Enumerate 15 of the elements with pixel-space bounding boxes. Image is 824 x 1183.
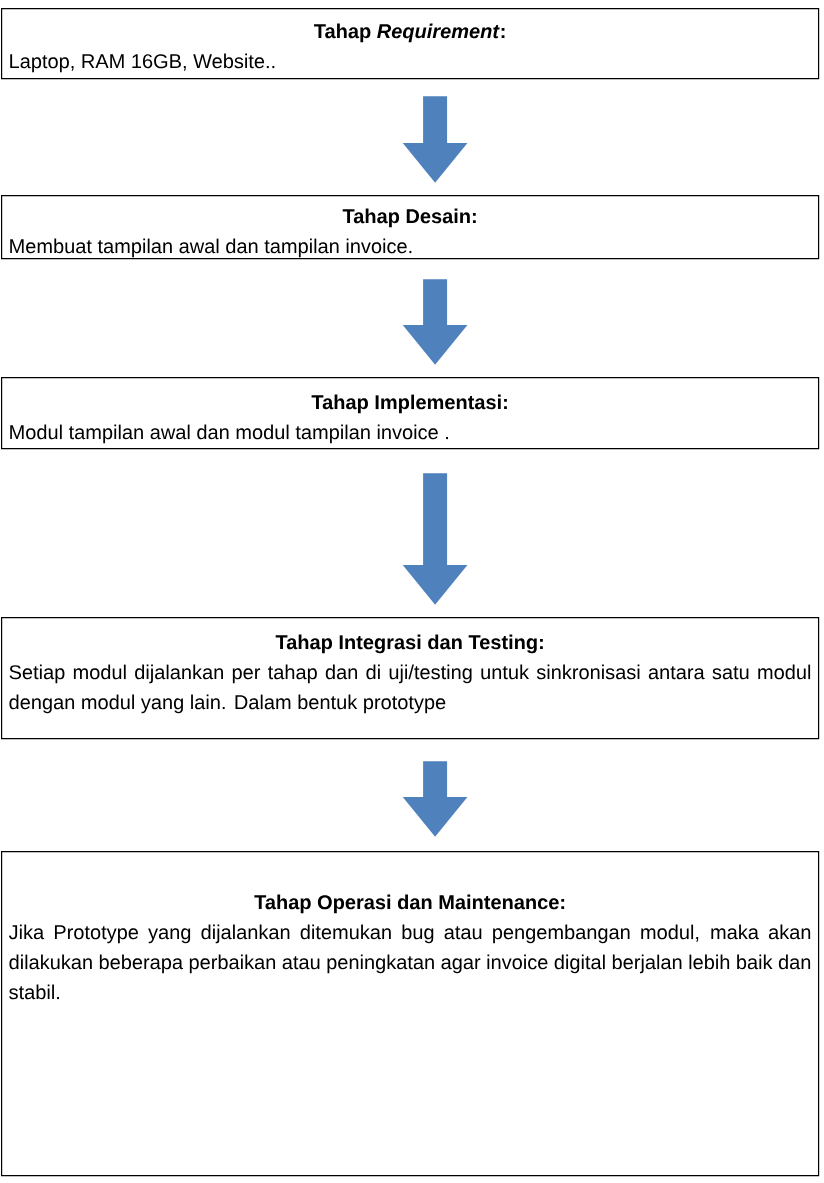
stage-heading: Tahap Integrasi dan Testing: [275,634,543,654]
stage-heading: Tahap Requirement: [314,23,505,43]
stage-box [1,8,820,80]
stage-box [1,377,820,450]
stage-description: Jika Prototype yang dijalankan ditemukan bug atau pengembangan modul, maka akan dilakukan beberapa perbaikan atau peningkatan agar invoice digital berjalan lebih baik dan stabil. [8,924,811,1000]
stage-heading: Tahap Implementasi: [311,394,507,414]
stage-box [1,195,820,260]
stage-heading: Tahap Desain: [342,208,476,228]
stage-box [1,617,820,740]
stage-box [1,851,820,1177]
stage-description: Laptop, RAM 16GB, Website.. [10,53,275,73]
stage-heading: Tahap Operasi dan Maintenance: [254,894,565,914]
stage-description: Membuat tampilan awal dan tampilan invoice. [10,238,412,258]
stage-description: Setiap modul dijalankan per tahap dan di uji/testing untuk sinkronisasi antara satu modul dengan modul yang lain. Dalam bentuk prototype [9,664,811,714]
stage-description: Modul tampilan awal dan modul tampilan invoice . [10,424,448,444]
